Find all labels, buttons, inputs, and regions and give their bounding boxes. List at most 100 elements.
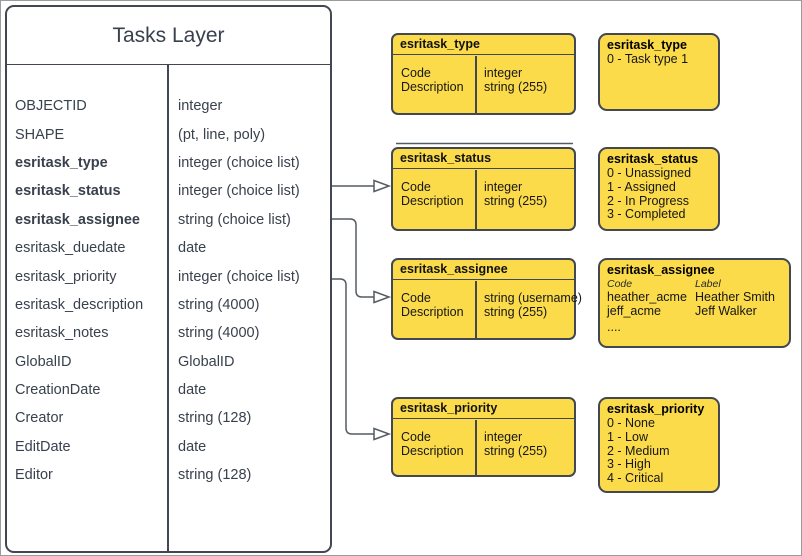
assignee-label: Heather Smith [695,290,775,304]
field-type: string (4000) [178,296,260,313]
domain-table-divider [475,169,477,229]
value-item: 2 - In Progress [607,193,689,208]
value-list-title: esritask_priority [607,402,705,416]
value-list-title: esritask_status [607,152,699,166]
domain-table-esritask-status: esritask_status Code Description integer… [391,147,576,231]
field-type: (pt, line, poly) [178,126,266,143]
field-row-esritask-duedate: esritask_duedate date [7,234,330,262]
domain-field-label: Description [401,305,464,319]
field-type: GlobalID [178,353,235,370]
domain-table-esritask-assignee: esritask_assignee Code Description strin… [391,258,582,340]
domain-table-title: esritask_status [393,149,574,169]
arrowhead-icon [373,179,392,193]
field-name: esritask_notes [15,325,109,342]
domain-field-label: Description [401,80,464,94]
assignee-label: Jeff Walker [695,304,757,318]
field-name: esritask_type [15,154,108,171]
value-list-title: esritask_assignee [607,263,715,277]
field-row-esritask-priority: esritask_priority integer (choice list) [7,262,330,290]
domain-field-label: Description [401,194,464,208]
tasks-layer-title: Tasks Layer [7,7,330,65]
value-item: 3 - Completed [607,207,686,222]
connector-esritask-assignee [332,218,374,298]
field-row-esritask-notes: esritask_notes string (4000) [7,319,330,347]
field-row-esritask-description: esritask_description string (4000) [7,291,330,319]
assignee-code: jeff_acme [607,304,661,318]
assignee-col-header-label: Label [695,278,721,290]
domain-table-title: esritask_assignee [393,260,574,280]
field-type: integer (choice list) [178,154,300,171]
value-item: 0 - Task type 1 [607,52,689,66]
field-name: EditDate [15,438,71,455]
domain-field-type: integer [484,180,523,194]
domain-field-label: Description [401,444,464,458]
domain-table-divider [475,280,477,338]
field-row-shape: SHAPE (pt, line, poly) [7,120,330,148]
domain-table-divider [475,55,477,113]
domain-table-divider [475,419,477,475]
field-row-esritask-assignee: esritask_assignee string (choice list) [7,206,330,234]
value-item: 2 - Medium [607,443,670,458]
field-row-globalid: GlobalID GlobalID [7,348,330,376]
domain-field-type: string (255) [484,194,548,208]
domain-field-label: Code [401,430,431,444]
value-list-esritask-type: esritask_type 0 - Task type 1 [598,33,720,111]
field-row-objectid: OBJECTID integer [7,92,330,120]
tasks-layer-column-divider [167,65,169,551]
connector-esritask-priority [332,278,374,435]
value-list-esritask-status: esritask_status 0 - Unassigned 1 - Assig… [598,147,720,231]
field-name: GlobalID [15,353,72,370]
domain-field-type: integer [484,66,523,80]
value-item: 1 - Assigned [607,179,676,194]
field-row-esritask-type: esritask_type integer (choice list) [7,149,330,177]
domain-table-esritask-priority: esritask_priority Code Description integ… [391,397,576,477]
tasks-layer-table: Tasks Layer OBJECTID integer SHAPE (pt, … [5,5,332,553]
domain-table-esritask-type: esritask_type Code Description integer s… [391,33,576,115]
field-name: CreationDate [15,382,101,399]
assignee-col-header-code: Code [607,278,633,290]
field-name: esritask_assignee [15,211,140,228]
assignee-table: Code Label heather_acme Heather Smith je… [607,278,782,318]
value-item: 1 - Low [607,429,648,444]
field-name: esritask_duedate [15,240,126,257]
value-item: 3 - High [607,457,651,472]
domain-table-title: esritask_type [393,35,574,55]
arrowhead-icon [373,290,392,304]
field-type: integer (choice list) [178,183,300,200]
field-row-esritask-status: esritask_status integer (choice list) [7,177,330,205]
field-name: esritask_description [15,296,144,313]
assignee-code: heather_acme [607,290,687,304]
field-row-creator: Creator string (128) [7,404,330,432]
field-type: date [178,438,207,455]
domain-field-type: string (255) [484,444,548,458]
domain-field-type: string (255) [484,80,548,94]
assignee-ellipsis: .... [607,320,621,334]
field-row-editdate: EditDate date [7,433,330,461]
field-type: date [178,240,207,257]
domain-field-label: Code [401,66,431,80]
domain-field-type: string (255) [484,305,548,319]
field-name: esritask_status [15,183,121,200]
tasks-layer-field-list: OBJECTID integer SHAPE (pt, line, poly) … [7,92,330,489]
field-name: Creator [15,410,64,427]
value-list-esritask-priority: esritask_priority 0 - None 1 - Low 2 - M… [598,397,720,493]
field-type: integer (choice list) [178,268,300,285]
field-name: SHAPE [15,126,65,143]
field-name: OBJECTID [15,98,87,115]
domain-field-type: integer [484,430,523,444]
field-type: string (choice list) [178,211,291,228]
field-type: string (128) [178,410,252,427]
domain-field-label: Code [401,291,431,305]
field-name: esritask_priority [15,268,117,285]
value-item: 4 - Critical [607,471,664,486]
field-name: Editor [15,467,53,484]
field-row-creationdate: CreationDate date [7,376,330,404]
field-row-editor: Editor string (128) [7,461,330,489]
arrowhead-icon [373,427,392,441]
field-type: date [178,382,207,399]
domain-field-label: Code [401,180,431,194]
domain-table-title: esritask_priority [393,399,574,419]
value-list-title: esritask_type [607,38,687,52]
field-type: string (4000) [178,325,260,342]
